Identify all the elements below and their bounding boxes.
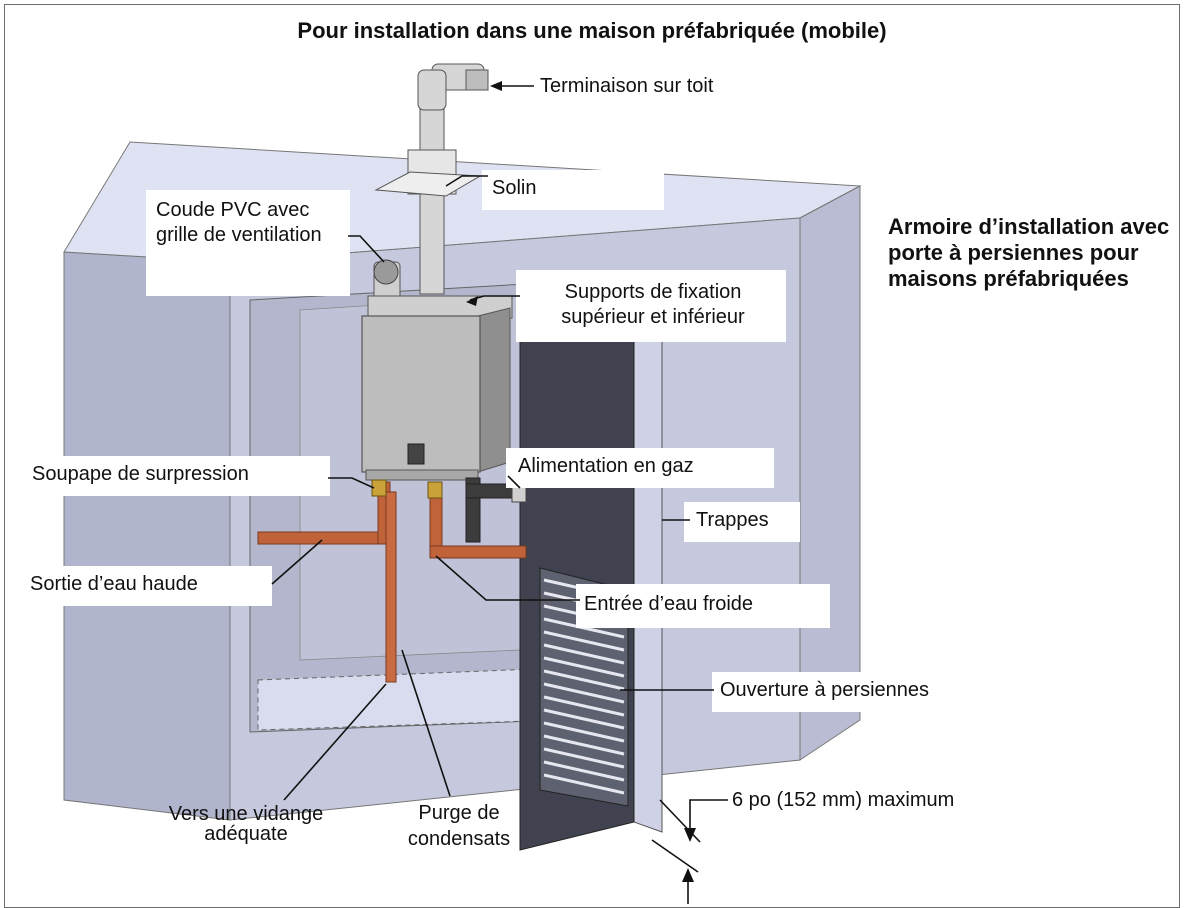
louver-slat [543,643,625,665]
louver-slat [543,721,625,743]
clearance-line-upper [659,799,701,843]
arrowhead-clearance-top [684,828,696,842]
louver-slat [543,708,625,730]
louver-slat [543,630,625,652]
leader-lines [271,81,728,904]
label-bg-coude [146,190,350,296]
door-edge [633,295,663,833]
label-backgrounds [22,170,996,712]
louver-slat [543,734,625,756]
label-access-doors: Trappes [696,509,769,531]
label-hot-water-outlet: Sortie d’eau haude [30,573,198,595]
label-bg-sortie [22,566,272,606]
drain-pipe-vertical [385,491,397,683]
roof-elbow-vertical [417,69,447,111]
roof-cap [465,69,489,91]
clearance-line-lower [651,839,699,873]
heater-bottom-bracket [365,469,479,481]
label-condensate-drain: Purge de condensats [407,802,511,850]
cabinet-left-side [63,251,231,821]
label-gas-supply: Alimentation en gaz [518,455,694,477]
label-pvc-elbow: Coude PVC avec grille de ventilation [156,199,322,246]
label-bg-supports [516,270,786,342]
hot-water-pipe-horizontal [257,531,391,545]
leader-vidange [283,683,387,801]
label-flashing: Solin [492,177,537,199]
label-relief-valve: Soupape de surpression [32,463,249,485]
louver-slat [543,656,625,678]
heater-control-panel [407,443,425,465]
vent-grille [373,259,399,285]
louver-slat [543,682,625,704]
label-bg-gaz [506,448,774,488]
leader-solin [445,175,488,187]
arrowhead-supports [466,296,478,306]
diagram-title: Pour installation dans une maison préfab… [297,18,887,43]
arrowhead-clearance-bottom [682,868,694,882]
louver-slat [543,695,625,717]
label-to-drain: Vers une vidange adéquate [168,803,324,845]
label-bg-entree [576,584,830,628]
louver-slat [543,747,625,769]
label-bg-ouverture [712,672,996,712]
label-bg-solin [482,170,664,210]
leader-soupape [328,477,375,489]
label-louvered-opening: Ouverture à persiennes [720,679,930,701]
clearance-arrow-top [689,799,728,834]
heater-side [477,307,511,473]
label-bg-soupape [24,456,330,496]
leader-purge [401,649,451,797]
water-heater [361,295,513,481]
leader-sortie [271,539,323,585]
cold-water-valve [427,481,443,499]
relief-valve [371,479,387,497]
label-cold-water-inlet: Entrée d’eau froide [584,593,754,615]
arrowhead-terminaison [490,81,502,91]
louver-slat [543,669,625,691]
leader-entree [435,555,580,601]
louver-slat [543,773,625,795]
label-roof-termination: Terminaison sur toit [540,75,714,97]
leader-gaz [507,475,521,489]
louvered-door [519,277,663,851]
cold-water-pipe-horizontal [429,545,527,559]
label-max-clearance: 6 po (152 mm) maximum [732,789,955,811]
label-bg-trappes [684,502,800,542]
cabinet-description: Armoire d’installation avec porte à pers… [888,214,1170,291]
label-brackets: Supports de fixation supérieur et inféri… [561,281,745,328]
louver-slat [543,760,625,782]
leader-coude [348,235,385,263]
